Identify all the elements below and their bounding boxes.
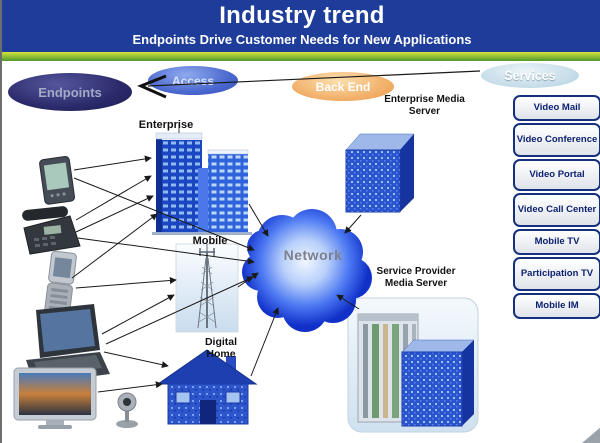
stage-oval-services: Services (481, 63, 579, 88)
service-item-participation-tv: Participation TV (513, 257, 600, 291)
enterprise-buildings-illustration (152, 122, 252, 235)
service-item-video-call-center: Video Call Center (513, 193, 600, 227)
pda-device-icon (39, 156, 76, 205)
corner-fold (582, 427, 600, 443)
page-subtitle: Endpoints Drive Customer Needs for New A… (132, 32, 472, 47)
tv-icon (13, 367, 97, 429)
service-item-mobile-tv: Mobile TV (513, 229, 600, 255)
connection-arrows (71, 155, 362, 393)
stage-flow-arrow (137, 70, 481, 99)
service-provider-media-server-illustration (347, 297, 479, 433)
stage-oval-access: Access (148, 66, 238, 95)
accent-band (2, 52, 600, 61)
digital-home-label: Digital Home (204, 336, 238, 361)
webcam-icon (116, 392, 138, 428)
stage-oval-endpoints: Endpoints (8, 73, 132, 111)
service-item-video-conference: Video Conference (513, 123, 600, 157)
stage-label-services: Services (504, 68, 556, 83)
network-label: Network (283, 247, 343, 263)
enterprise-label: Enterprise (138, 119, 194, 131)
service-item-mobile-im: Mobile IM (513, 293, 600, 319)
enterprise-media-server-illustration (345, 133, 415, 213)
page-title: Industry trend (219, 2, 385, 29)
enterprise-media-server-label: Enterprise Media Server (384, 94, 465, 117)
service-provider-media-server-label: Service Provider Media Server (376, 266, 456, 289)
mobile-label: Mobile (192, 235, 228, 247)
stage-label-endpoints: Endpoints (38, 84, 102, 100)
stage-label-back-end: Back End (315, 79, 371, 94)
slide-header: Industry trend Endpoints Drive Customer … (2, 0, 600, 52)
service-item-video-portal: Video Portal (513, 159, 600, 191)
service-item-video-mail: Video Mail (513, 95, 600, 121)
desk-phone-icon (22, 206, 81, 255)
network-cloud-illustration (242, 209, 372, 332)
stage-oval-back-end: Back End (292, 72, 394, 101)
digital-home-illustration (156, 349, 258, 425)
